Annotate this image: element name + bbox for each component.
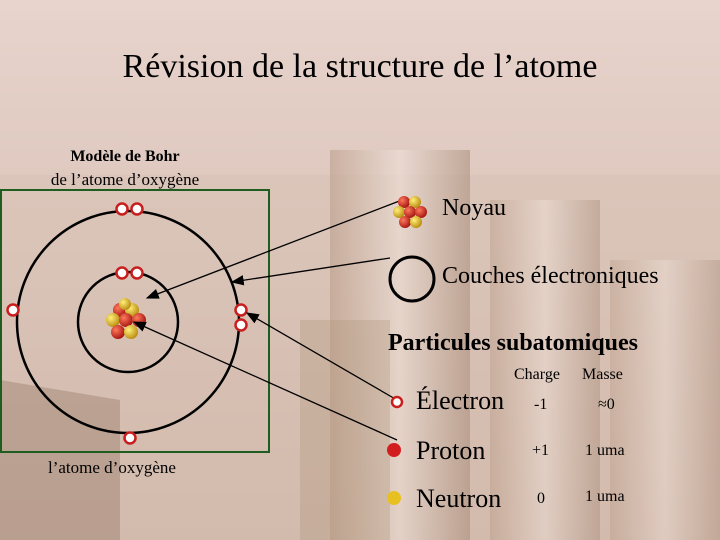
charge-column-header: Charge xyxy=(514,366,560,383)
bohr-model-label: Modèle de Bohr xyxy=(70,148,180,165)
neutron-marker xyxy=(387,491,401,505)
slide-title: Révision de la structure de l’atome xyxy=(122,48,598,85)
nucleus-label: Noyau xyxy=(442,195,506,221)
mass-column-header: Masse xyxy=(582,366,623,383)
proton-marker xyxy=(387,443,401,457)
pointer-arrows xyxy=(132,199,403,441)
electron-mass: ≈0 xyxy=(598,396,615,413)
proton-mass: 1 uma xyxy=(585,442,625,459)
nucleus-legend-icon xyxy=(393,196,427,228)
electron-charge: -1 xyxy=(534,396,548,413)
neutron-name: Neutron xyxy=(416,484,502,513)
bohr-model-sublabel: de l’atome d’oxygène xyxy=(50,170,200,189)
diagram-caption: l’atome d’oxygène xyxy=(48,458,176,477)
neutron-mass: 1 uma xyxy=(585,488,625,505)
shell-legend-icon xyxy=(388,255,436,303)
proton-name: Proton xyxy=(416,436,486,465)
neutron-charge: 0 xyxy=(537,490,545,507)
nucleus xyxy=(106,298,146,339)
electron-marker xyxy=(390,395,404,409)
diagram-frame xyxy=(0,189,270,453)
electrons xyxy=(6,202,248,445)
particles-heading: Particules subatomiques xyxy=(388,330,639,356)
shells-label: Couches électroniques xyxy=(442,263,659,289)
electron-name: Électron xyxy=(416,386,505,415)
proton-charge: +1 xyxy=(532,442,550,459)
